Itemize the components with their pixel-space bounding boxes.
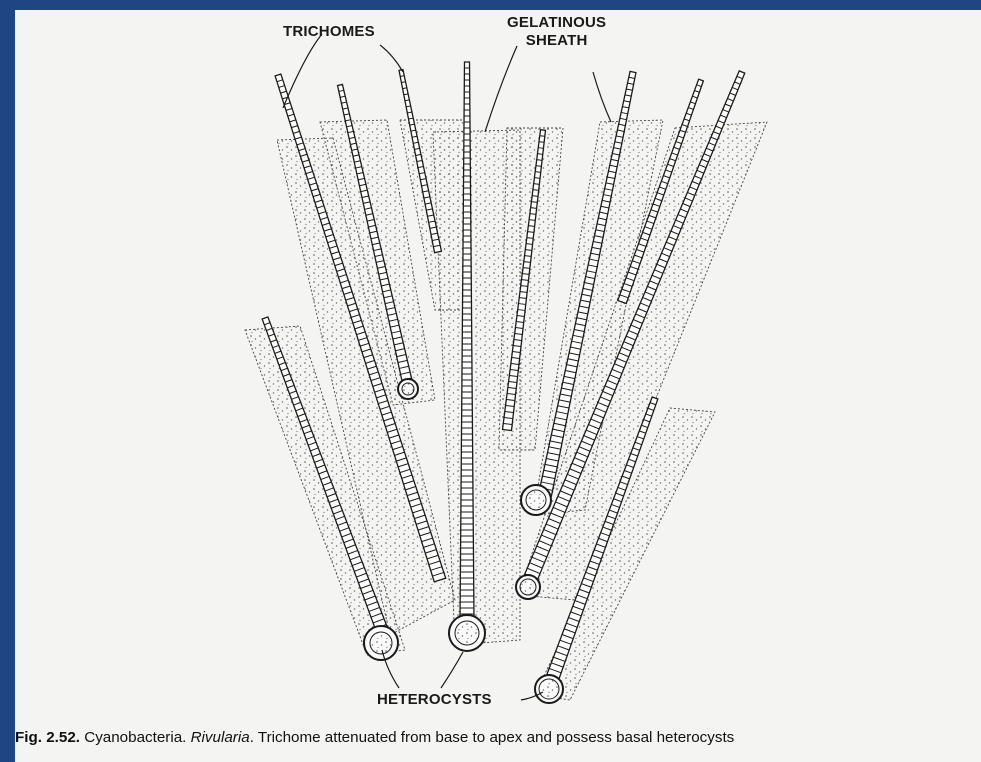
caption-lead: Cyanobacteria. [80,729,191,746]
heterocyst-core [520,579,536,595]
trichome-cell-wall [534,178,540,179]
sheath-leader-1 [485,46,517,132]
trichome-cell-wall [539,142,544,143]
caption-body: . Trichome attenuated from base to apex … [250,729,735,746]
heterocyst-core [455,621,479,645]
trichomes-leader-2 [380,45,403,72]
rivularia-illustration [15,10,981,722]
gelatinous-sheath-label-line2: SHEATH [507,32,606,50]
sheath-leader-2 [593,72,611,122]
trichome-cell-wall [537,160,542,161]
heterocysts-leader-2 [441,652,463,688]
caption-genus: Rivularia [191,729,250,746]
trichomes-label: TRICHOMES [283,23,375,41]
heterocyst-core [402,383,414,395]
heterocyst-core [370,632,392,654]
figure-frame: TRICHOMES GELATINOUS SHEATH HETEROCYSTS … [15,10,981,762]
gelatinous-sheath-label-line1: GELATINOUS [507,14,606,32]
trichome-cell-wall [540,136,545,137]
trichome-cell-wall [534,184,540,185]
trichome-cell-wall [537,154,542,155]
trichome-cell-wall [532,196,538,197]
trichome-cell-wall [533,190,539,191]
trichome-cell-wall [531,202,537,203]
heterocyst-core [539,679,559,699]
trichome-cell-wall [535,172,541,173]
trichome-cell-wall [538,148,543,149]
heterocyst-core [526,490,546,510]
figure-caption: Fig. 2.52. Cyanobacteria. Rivularia. Tri… [15,729,734,746]
gelatinous-sheath-label: GELATINOUS SHEATH [507,14,606,50]
trichome-cell-wall [536,166,541,167]
caption-figure-number: Fig. 2.52. [15,729,80,746]
heterocysts-label: HETEROCYSTS [377,691,492,709]
